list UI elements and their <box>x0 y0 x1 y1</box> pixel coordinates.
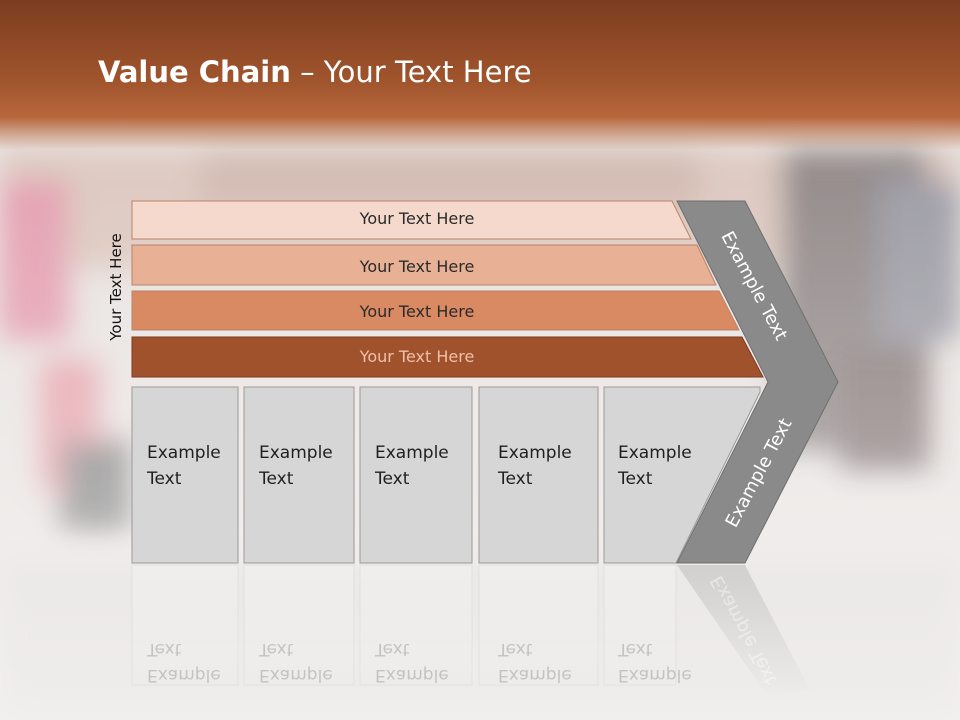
bar-3-label: Your Text Here <box>359 302 475 321</box>
cell-3-label: Example Text <box>375 440 449 492</box>
cell-5[interactable] <box>603 386 761 564</box>
cell-4-label: Example Text <box>498 440 572 492</box>
bar-2-label: Your Text Here <box>359 257 475 276</box>
bar-1-label: Your Text Here <box>359 209 475 228</box>
bar-4-label: Your Text Here <box>359 347 475 366</box>
cell-3[interactable] <box>359 386 473 564</box>
cell-3-line1: Example <box>375 443 449 463</box>
cell-1-label: Example Text <box>147 440 221 492</box>
cell-1[interactable] <box>131 386 239 564</box>
cell-1-reflection-line2: Text <box>147 639 182 659</box>
bar-1[interactable] <box>131 200 692 240</box>
chevron-reflection <box>677 565 810 700</box>
cell-2-label: Example Text <box>259 440 333 492</box>
bar-2[interactable] <box>131 244 717 286</box>
cell-5-line2: Text <box>618 469 653 489</box>
cell-3-reflection-line2: Text <box>375 639 410 659</box>
cell-2-line2: Text <box>259 469 294 489</box>
cell-2-reflection-line2: Text <box>259 639 294 659</box>
bar-4[interactable] <box>131 336 764 378</box>
cell-3-reflection-label: Example Text <box>375 636 449 688</box>
cell-5-label: Example Text <box>618 440 692 492</box>
cell-2-reflection-label: Example Text <box>259 636 333 688</box>
cell-4-reflection-label: Example Text <box>498 636 572 688</box>
cell-4[interactable] <box>478 386 599 564</box>
cell-1-line1: Example <box>147 443 221 463</box>
title-band <box>0 0 960 150</box>
cell-1-reflection-line1: Example <box>147 665 221 685</box>
cell-5-reflection-label: Example Text <box>618 636 692 688</box>
cell-3-reflection-line1: Example <box>375 665 449 685</box>
cells-reflection <box>131 564 677 686</box>
cell-4-reflection-line2: Text <box>498 639 533 659</box>
bar-3[interactable] <box>131 290 740 331</box>
cell-3-line2: Text <box>375 469 410 489</box>
cell-2-reflection-line1: Example <box>259 665 333 685</box>
cell-5-reflection-line1: Example <box>618 665 692 685</box>
side-label: Your Text Here <box>107 233 125 341</box>
chevron-arrow[interactable] <box>676 200 839 564</box>
cell-5-line1: Example <box>618 443 692 463</box>
cell-4-line1: Example <box>498 443 572 463</box>
title-bold: Value Chain <box>98 55 291 89</box>
slide-title: Value Chain – Your Text Here <box>98 55 532 89</box>
cell-1-line2: Text <box>147 469 182 489</box>
cell-2[interactable] <box>243 386 355 564</box>
cell-5-reflection-line2: Text <box>618 639 653 659</box>
cell-4-line2: Text <box>498 469 533 489</box>
cell-1-reflection-label: Example Text <box>147 636 221 688</box>
cell-4-reflection-line1: Example <box>498 665 572 685</box>
title-rest: – Your Text Here <box>290 55 532 89</box>
cell-2-line1: Example <box>259 443 333 463</box>
